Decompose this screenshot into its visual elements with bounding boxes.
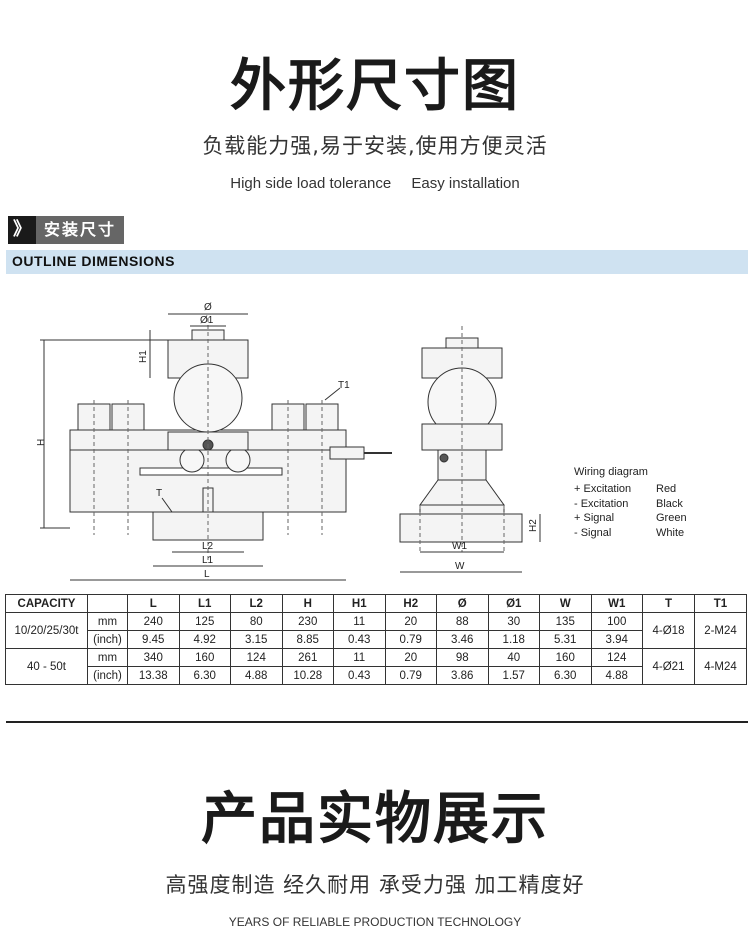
section-badge: 》 安装尺寸: [8, 216, 125, 244]
front-right-roll: [225, 447, 251, 473]
label-l1: L1: [202, 555, 214, 566]
label-w: W: [455, 561, 465, 572]
table-row: (inch) 13.38 6.30 4.88 10.28 0.43 0.79 3…: [6, 666, 747, 685]
label-l: L: [204, 569, 210, 580]
label-t: T: [156, 488, 162, 499]
label-w1: W1: [452, 541, 467, 552]
double-chevron-icon: 》: [8, 216, 36, 244]
table-row: (inch) 9.45 4.92 3.15 8.85 0.43 0.79 3.4…: [6, 630, 747, 649]
label-phi1: Ø1: [200, 315, 214, 326]
showcase-title: 产品实物展示: [201, 787, 549, 852]
table-row: 40 - 50t mm 340 160 124 261 11 20 98 40 …: [5, 648, 747, 685]
leader-t1: [324, 387, 341, 401]
label-phi: Ø: [204, 302, 212, 313]
label-h2: H2: [528, 519, 539, 532]
wiring-title: Wiring diagram: [574, 466, 648, 478]
tagline-right: Easy installation: [411, 175, 520, 192]
front-slot: [139, 467, 283, 476]
cable-gland: [329, 446, 365, 460]
page-subtitle: 负载能力强,易于安装,使用方便灵活: [202, 134, 548, 158]
outline-dimensions-bar: OUTLINE DIMENSIONS: [6, 250, 748, 274]
page-title: 外形尺寸图: [230, 54, 520, 119]
leader-t: [161, 497, 173, 513]
tagline-left: High side load tolerance: [230, 175, 392, 192]
table-header-row: CAPACITY L L1 L2 H H1 H2 Ø Ø1 W W1 T T1: [5, 594, 747, 613]
label-h1: H1: [138, 350, 149, 363]
showcase-subtitle: 高强度制造 经久耐用 承受力强 加工精度好: [165, 873, 585, 897]
page-tagline: High side load tolerance Easy installati…: [0, 173, 750, 195]
section-divider: [6, 721, 748, 723]
outline-dimensions-title: OUTLINE DIMENSIONS: [12, 253, 176, 269]
label-t1: T1: [338, 380, 350, 391]
side-screw: [439, 453, 449, 463]
dimensions-table: CAPACITY L L1 L2 H H1 H2 Ø Ø1 W W1 T T1 …: [5, 594, 747, 685]
showcase-tagline: YEARS OF RELIABLE PRODUCTION TECHNOLOGY: [228, 915, 522, 929]
section-badge-label: 安装尺寸: [36, 216, 125, 244]
front-left-roll: [179, 447, 205, 473]
table-row: 10/20/25/30t mm 240 125 80 230 11 20 88 …: [5, 612, 747, 649]
outline-drawing: Ø Ø1 H1 H T1 T L2 L1 L W1 W H2: [36, 302, 541, 581]
label-l2: L2: [202, 541, 214, 552]
label-h: H: [36, 439, 47, 446]
